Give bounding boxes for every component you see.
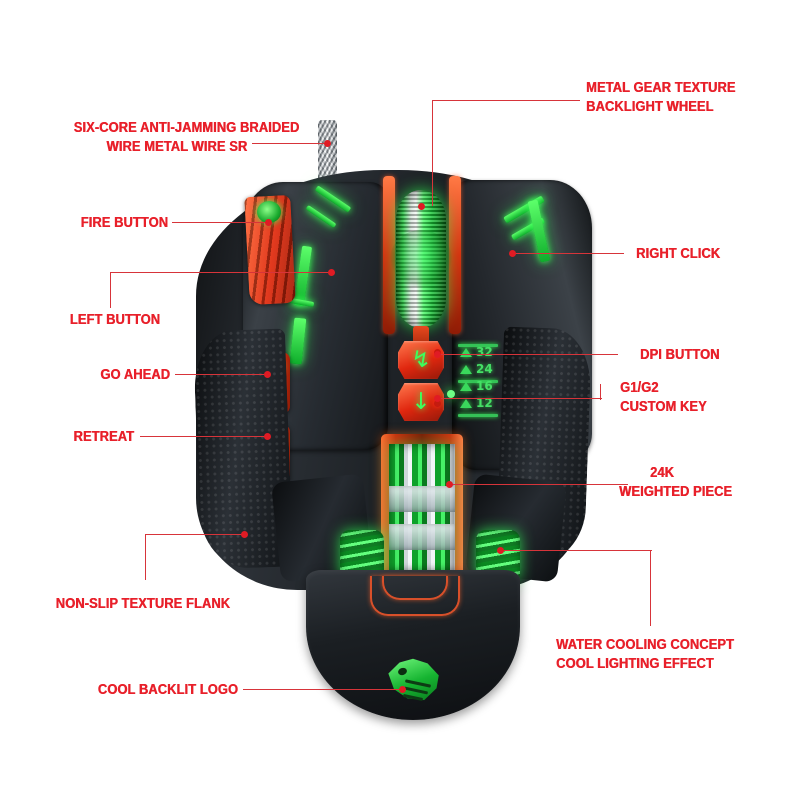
wheel-glow-hub: [390, 230, 452, 288]
callout-go-ahead-line1: GO AHEAD: [100, 366, 170, 383]
callout-dpi-button-line1: DPI BUTTON: [640, 346, 720, 363]
callout-braided-wire-line1: SIX-CORE ANTI-JAMMING BRAIDED: [73, 119, 300, 136]
callout-custom-key-line1: G1/G2: [620, 379, 659, 396]
leader-fire-button: [172, 222, 268, 224]
leader-dot-dpi-button: [434, 351, 441, 358]
callout-right-click-line1: RIGHT CLICK: [636, 245, 721, 262]
leader-water-cooling-v: [650, 550, 652, 626]
callout-water-cooling-line2: COOL LIGHTING EFFECT: [556, 655, 714, 672]
leader-non-slip-h: [145, 534, 245, 536]
leader-dpi-button: [438, 354, 618, 356]
leader-dot-retreat: [264, 433, 271, 440]
leader-retreat: [140, 436, 270, 438]
dpi-level-value: 32: [476, 345, 493, 359]
custom-key-led: [434, 400, 441, 407]
leader-dot-right-click: [509, 250, 516, 257]
callout-weighted-piece-line1: 24K: [650, 464, 674, 481]
callout-dpi-button: DPI BUTTON: [640, 345, 778, 364]
leader-weighted-piece: [450, 484, 628, 486]
leader-left-button-h: [110, 272, 332, 274]
leader-dot-weighted-piece: [446, 481, 453, 488]
dpi-triangle-icon: [460, 348, 472, 357]
leader-dot-non-slip: [241, 531, 248, 538]
leader-dot-braided-wire: [324, 140, 331, 147]
dpi-level-indicator: 32 24 16 12: [458, 344, 520, 417]
fire-button-emblem-icon: [257, 201, 281, 223]
callout-non-slip-flank: NON-SLIP TEXTURE FLANK: [32, 594, 230, 613]
leader-braided-wire: [252, 143, 327, 145]
leader-dot-fire-button: [265, 219, 272, 226]
callout-weighted-piece: 24K WEIGHTED PIECE: [619, 463, 800, 501]
callout-braided-wire: SIX-CORE ANTI-JAMMING BRAIDED WIRE METAL…: [73, 118, 300, 156]
leader-dot-water-cooling: [497, 547, 504, 554]
leader-backlit-logo: [243, 689, 403, 691]
callout-weighted-piece-line2: WEIGHTED PIECE: [619, 483, 733, 500]
callout-backlit-logo-line1: COOL BACKLIT LOGO: [97, 681, 238, 698]
leader-right-click: [512, 253, 624, 255]
leader-go-ahead: [175, 374, 270, 376]
leader-wheel-v: [432, 100, 434, 206]
leader-custom-key-v: [600, 384, 602, 400]
callout-non-slip-flank-line1: NON-SLIP TEXTURE FLANK: [55, 595, 231, 612]
dpi-level-value: 12: [476, 396, 493, 410]
callout-water-cooling-line1: WATER COOLING CONCEPT: [556, 636, 734, 653]
callout-wheel: METAL GEAR TEXTURE BACKLIGHT WHEEL: [586, 78, 771, 116]
leader-wheel-h: [432, 100, 580, 102]
callout-fire-button: FIRE BUTTON: [24, 213, 168, 232]
callout-braided-wire-line2: WIRE METAL WIRE SR: [106, 138, 248, 155]
leader-water-cooling-h: [500, 550, 652, 552]
dpi-level-row: 12: [458, 395, 520, 412]
leader-custom-key-h: [438, 398, 602, 400]
callout-left-button-line1: LEFT BUTTON: [69, 311, 160, 328]
callout-retreat-line1: RETREAT: [73, 428, 134, 445]
dpi-triangle-icon: [460, 382, 472, 391]
wheel-cage-right: [449, 176, 461, 334]
callout-custom-key: G1/G2 CUSTOM KEY: [620, 378, 775, 416]
leader-left-button-v: [110, 272, 112, 308]
wheel-cage-left: [383, 176, 395, 334]
leader-dot-go-ahead: [264, 371, 271, 378]
callout-backlit-logo: COOL BACKLIT LOGO: [33, 680, 238, 699]
callout-wheel-line2: BACKLIGHT WHEEL: [586, 98, 714, 115]
callout-water-cooling: WATER COOLING CONCEPT COOL LIGHTING EFFE…: [556, 635, 771, 673]
status-led-green: [447, 390, 455, 398]
leader-dot-left-button: [328, 269, 335, 276]
dpi-button[interactable]: [398, 341, 444, 379]
leader-dot-custom-key: [434, 395, 441, 402]
callout-right-click: RIGHT CLICK: [636, 244, 774, 263]
cooling-band-lower: [389, 524, 455, 550]
dpi-level-row: 32: [458, 344, 520, 361]
leader-dot-backlit-logo: [399, 686, 406, 693]
callout-fire-button-line1: FIRE BUTTON: [80, 214, 168, 231]
callout-go-ahead: GO AHEAD: [24, 365, 170, 384]
dpi-level-row: 16: [458, 378, 520, 395]
palm-trim-outer: [370, 576, 460, 616]
dpi-triangle-icon: [460, 399, 472, 408]
leader-dot-wheel: [418, 203, 425, 210]
dpi-triangle-icon: [460, 365, 472, 374]
dpi-level-row: 24: [458, 361, 520, 378]
leader-non-slip-v: [145, 534, 147, 580]
callout-left-button: LEFT BUTTON: [22, 310, 160, 329]
callout-wheel-line1: METAL GEAR TEXTURE: [586, 79, 736, 96]
dpi-level-value: 24: [476, 362, 493, 376]
callout-custom-key-line2: CUSTOM KEY: [620, 398, 707, 415]
cooling-band-upper: [389, 486, 455, 512]
dpi-level-value: 16: [476, 379, 493, 393]
callout-retreat: RETREAT: [19, 427, 134, 446]
